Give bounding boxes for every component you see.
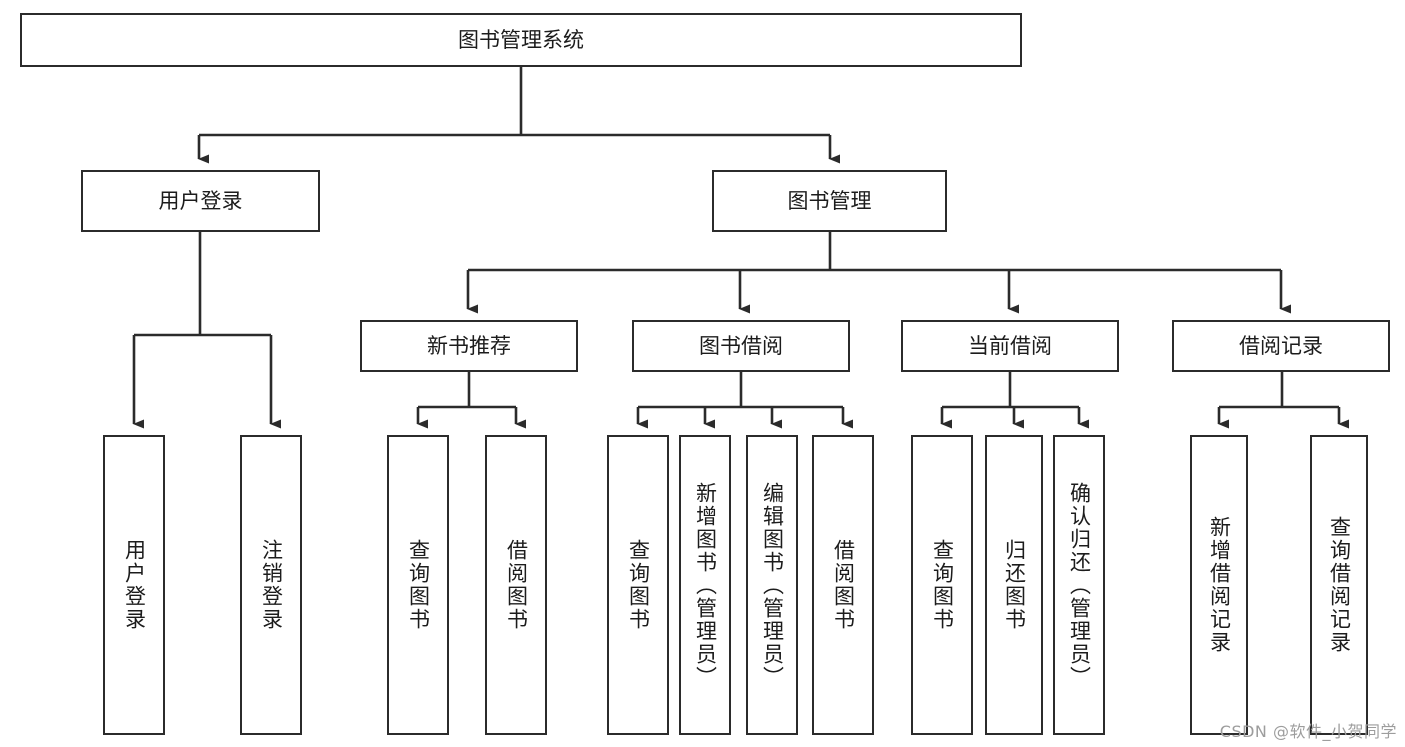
node-current-borrow-label: 当前借阅 [968, 333, 1052, 358]
node-leaf-query-book-1[interactable]: 查询图书 [387, 435, 449, 735]
node-root[interactable]: 图书管理系统 [20, 13, 1022, 67]
node-leaf-query-book-2-label: 查询图书 [626, 539, 651, 631]
node-leaf-add-book-label: 新增图书（管理员） [693, 481, 718, 689]
node-book-manage[interactable]: 图书管理 [712, 170, 947, 232]
node-root-label: 图书管理系统 [458, 27, 584, 52]
node-leaf-return-book-label: 归还图书 [1002, 539, 1027, 631]
node-leaf-borrow-book-1[interactable]: 借阅图书 [485, 435, 547, 735]
node-leaf-user-login-label: 用户登录 [122, 539, 147, 631]
node-new-book-recommend[interactable]: 新书推荐 [360, 320, 578, 372]
node-leaf-query-record-label: 查询借阅记录 [1327, 516, 1352, 654]
node-leaf-query-book-1-label: 查询图书 [406, 539, 431, 631]
node-book-borrow-label: 图书借阅 [699, 333, 783, 358]
node-book-manage-label: 图书管理 [787, 188, 872, 213]
node-leaf-logout[interactable]: 注销登录 [240, 435, 302, 735]
node-leaf-confirm-return-label: 确认归还（管理员） [1067, 481, 1092, 689]
node-user-login[interactable]: 用户登录 [81, 170, 320, 232]
node-leaf-borrow-book-2-label: 借阅图书 [831, 539, 856, 631]
node-leaf-query-book-2[interactable]: 查询图书 [607, 435, 669, 735]
node-book-borrow[interactable]: 图书借阅 [632, 320, 850, 372]
node-borrow-record-label: 借阅记录 [1239, 333, 1323, 358]
node-user-login-label: 用户登录 [158, 188, 243, 213]
node-leaf-borrow-book-2[interactable]: 借阅图书 [812, 435, 874, 735]
node-leaf-logout-label: 注销登录 [259, 539, 284, 631]
node-borrow-record[interactable]: 借阅记录 [1172, 320, 1390, 372]
node-leaf-user-login[interactable]: 用户登录 [103, 435, 165, 735]
node-leaf-confirm-return[interactable]: 确认归还（管理员） [1053, 435, 1105, 735]
node-leaf-add-book[interactable]: 新增图书（管理员） [679, 435, 731, 735]
node-leaf-add-record-label: 新增借阅记录 [1207, 516, 1232, 654]
node-leaf-add-record[interactable]: 新增借阅记录 [1190, 435, 1248, 735]
node-leaf-return-book[interactable]: 归还图书 [985, 435, 1043, 735]
node-leaf-query-book-3-label: 查询图书 [930, 539, 955, 631]
node-leaf-edit-book[interactable]: 编辑图书（管理员） [746, 435, 798, 735]
node-leaf-edit-book-label: 编辑图书（管理员） [760, 481, 785, 689]
csdn-watermark: CSDN @软件_小贺同学 [1219, 722, 1397, 741]
node-current-borrow[interactable]: 当前借阅 [901, 320, 1119, 372]
node-new-book-recommend-label: 新书推荐 [427, 333, 511, 358]
node-leaf-borrow-book-1-label: 借阅图书 [504, 539, 529, 631]
node-leaf-query-record[interactable]: 查询借阅记录 [1310, 435, 1368, 735]
node-leaf-query-book-3[interactable]: 查询图书 [911, 435, 973, 735]
